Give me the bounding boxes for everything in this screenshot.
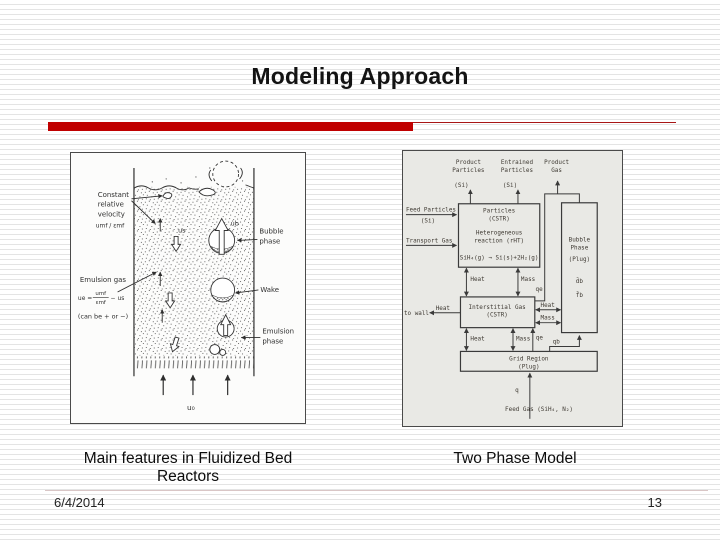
footer-page-number: 13 bbox=[647, 495, 662, 510]
freeboard-dots bbox=[151, 167, 244, 184]
footer-divider bbox=[45, 490, 708, 491]
label-qb: qb bbox=[553, 338, 561, 345]
fluidized-bed-figure: Constant relative velocity umf / εmf us … bbox=[70, 152, 306, 424]
label-wake: Wake bbox=[260, 286, 279, 294]
label-cstr: (CSTR) bbox=[486, 312, 507, 319]
label-equation: SiH₄(g) → Si(s)+2H₂(g) bbox=[460, 254, 539, 261]
label-product-gas-1: Product bbox=[544, 159, 569, 166]
label-entrained: Entrained bbox=[501, 159, 534, 166]
label-fb: f̄b bbox=[576, 292, 584, 299]
label-transport-gas: Transport Gas bbox=[406, 237, 452, 244]
label-feed-particles: Feed Particles bbox=[406, 207, 456, 214]
slide-title: Modeling Approach bbox=[251, 63, 469, 89]
label-reaction: reaction (rHT) bbox=[474, 237, 524, 244]
left-caption-line2: Reactors bbox=[156, 468, 220, 485]
bubble-phase-box bbox=[560, 202, 598, 334]
label-emulsion-phase: phase bbox=[262, 338, 283, 346]
qb-flow-arrow bbox=[549, 334, 582, 352]
label-product-particles: Particles bbox=[452, 167, 484, 174]
solids-down-arrow bbox=[164, 292, 176, 309]
splash-right bbox=[239, 167, 243, 180]
leader-wake bbox=[235, 289, 259, 295]
leader-emulsion-gas bbox=[117, 271, 157, 293]
label-qe: qe bbox=[536, 335, 544, 342]
leader-bubble-phase bbox=[237, 237, 258, 243]
bed-surface-right bbox=[245, 184, 254, 189]
two-phase-model-svg: Product Particles (Si) Entrained Particl… bbox=[404, 159, 598, 419]
label-frac-den: εmf bbox=[96, 300, 107, 306]
label-u0: u₀ bbox=[187, 403, 195, 412]
label-heat: Heat bbox=[436, 305, 450, 312]
label-product: Product bbox=[456, 159, 481, 166]
label-relative: relative bbox=[98, 201, 124, 209]
label-bubble-phase: phase bbox=[259, 237, 280, 245]
emulsion-stipple bbox=[134, 186, 254, 356]
label-constant: Constant bbox=[98, 191, 129, 199]
label-plug: (Plug) bbox=[569, 256, 590, 263]
label-si: (Si) bbox=[503, 182, 517, 189]
leader-constant-velocity-1 bbox=[131, 193, 163, 200]
label-mass: Mass bbox=[521, 276, 535, 283]
label-feed-gas: Feed Gas (SiH₄, N₂) bbox=[505, 406, 573, 413]
label-velocity: velocity bbox=[98, 211, 125, 219]
label-db: d̄b bbox=[576, 278, 584, 285]
left-figure-caption: Main features in Fluidized Bed Reactors bbox=[62, 450, 314, 486]
label-si: (Si) bbox=[421, 218, 435, 225]
label-bubble-phase: Phase bbox=[570, 244, 588, 251]
label-mass: Mass bbox=[541, 315, 555, 322]
label-product-gas-2: Gas bbox=[551, 167, 562, 174]
bubble-with-wake bbox=[210, 277, 236, 303]
left-caption-line1: Main features in Fluidized Bed bbox=[83, 450, 293, 467]
label-can-be: (can be + or −) bbox=[78, 313, 128, 321]
leader-constant-velocity-2 bbox=[131, 200, 156, 224]
label-us: us bbox=[178, 226, 186, 234]
title-underline-bar bbox=[48, 122, 413, 131]
bursting-bubble bbox=[212, 160, 240, 188]
splash-left bbox=[208, 169, 213, 182]
solids-down-arrow bbox=[170, 235, 182, 253]
label-grid-plug: (Plug) bbox=[518, 363, 539, 370]
label-emulsion: Emulsion bbox=[262, 328, 294, 336]
solids-down-arrow bbox=[169, 336, 180, 353]
two-phase-model-figure: Product Particles (Si) Entrained Particl… bbox=[402, 150, 623, 427]
right-caption-line1: Two Phase Model bbox=[453, 450, 577, 467]
label-heterogeneous: Heterogeneous bbox=[476, 229, 522, 236]
grid-region-box bbox=[459, 350, 598, 372]
label-umf-emf: umf / εmf bbox=[96, 223, 125, 230]
label-heat: Heat bbox=[541, 302, 555, 309]
label-ub: ub bbox=[231, 220, 239, 228]
label-heat: Heat bbox=[470, 276, 484, 283]
footer-date: 6/4/2014 bbox=[54, 495, 105, 510]
bed-surface bbox=[134, 185, 199, 191]
label-si: (Si) bbox=[454, 182, 468, 189]
particle-blob bbox=[162, 192, 173, 200]
forming-bubbles bbox=[209, 344, 227, 356]
particles-box bbox=[457, 203, 541, 268]
label-minus-us: − us bbox=[111, 295, 125, 302]
bubble-with-rise-arrow bbox=[208, 217, 236, 255]
label-interstitial-gas: Interstitial Gas bbox=[469, 304, 526, 311]
fluidized-bed-svg: Constant relative velocity umf / εmf us … bbox=[78, 160, 294, 412]
label-to-wall: to wall bbox=[404, 310, 429, 317]
label-q: q bbox=[515, 387, 519, 394]
right-figure-caption: Two Phase Model bbox=[415, 450, 615, 468]
label-qe: qe bbox=[536, 286, 544, 293]
gas-piping bbox=[534, 193, 580, 302]
label-grid-region: Grid Region bbox=[509, 355, 549, 362]
label-bubble: Bubble bbox=[259, 227, 283, 235]
label-particles: Particles bbox=[483, 208, 515, 215]
label-entrained-particles: Particles bbox=[501, 167, 533, 174]
label-frac-num: umf bbox=[95, 291, 107, 297]
surface-mound bbox=[198, 187, 216, 197]
small-bubble bbox=[216, 313, 235, 338]
label-cstr: (CSTR) bbox=[488, 216, 509, 223]
label-ue-eq: ue = bbox=[78, 295, 92, 302]
label-mass: Mass bbox=[516, 336, 530, 343]
label-heat: Heat bbox=[470, 336, 484, 343]
label-emulsion-gas: Emulsion gas bbox=[80, 276, 127, 284]
label-bubble: Bubble bbox=[569, 236, 591, 243]
distributor-hatch bbox=[134, 356, 254, 369]
